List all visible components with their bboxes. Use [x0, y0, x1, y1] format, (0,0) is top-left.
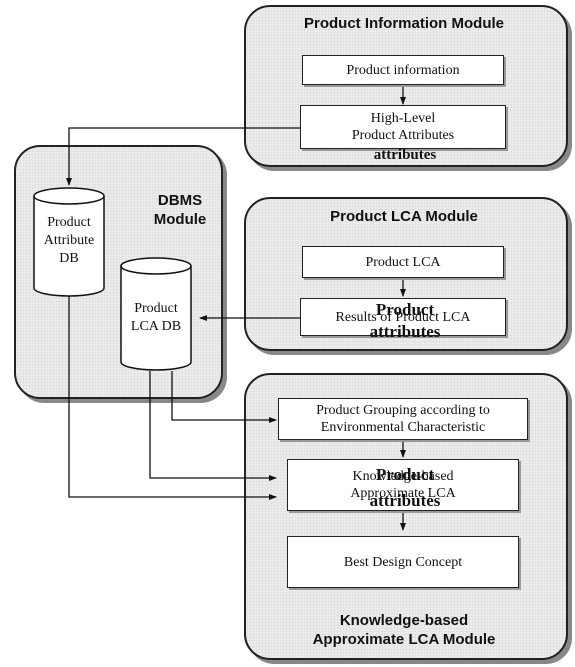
best-design-concept-box: Best Design Concept	[287, 536, 519, 588]
high-level-line1: High-Level	[370, 111, 436, 126]
grouping-line2: Environmental Characteristic	[320, 420, 486, 435]
kb-lca-line2: Approximate LCA	[350, 486, 456, 501]
grouping-line1: Product Grouping according to	[316, 403, 490, 418]
product-information-module-title: Product Information Module	[304, 15, 504, 32]
product-information-module	[244, 5, 568, 167]
lca-db-line2: LCA DB	[130, 319, 182, 334]
product-lca-text: Product LCA	[365, 254, 441, 270]
product-information-box: Product information	[302, 55, 504, 85]
kb-module-title-line1: Knowledge-based	[339, 612, 469, 629]
product-lca-db-cylinder	[120, 257, 192, 371]
arrow-attributes-to-attr-db	[66, 127, 300, 186]
product-lca-db-label: Product LCA DB	[121, 300, 191, 336]
product-attribute-db-label: Product Attribute DB	[34, 214, 104, 268]
results-of-product-lca-text: Results of Product LCA	[335, 309, 471, 325]
product-grouping-box: Product Grouping according to Environmen…	[278, 398, 528, 440]
high-level-line2: Product Attributes	[351, 128, 455, 143]
dbms-module-title-line1: DBMS	[157, 192, 203, 209]
attr-db-line3: DB	[59, 251, 79, 266]
kb-module-title-line2: Approximate LCA Module	[312, 631, 496, 648]
knowledge-based-approximate-lca-box: Knowledge-based Approximate LCA	[287, 459, 519, 511]
results-of-product-lca-box: Results of Product LCA	[300, 298, 506, 336]
high-level-attributes-box: High-Level Product Attributes	[300, 105, 506, 149]
best-design-concept-text: Best Design Concept	[343, 554, 463, 570]
lca-db-line1: Product	[134, 301, 178, 316]
arrow-attr-db-to-kb-lca	[68, 296, 277, 500]
arrow-lca-db-to-grouping	[171, 371, 277, 423]
product-lca-module-title: Product LCA Module	[330, 208, 478, 225]
product-attribute-db-cylinder	[33, 187, 105, 297]
product-information-text: Product information	[346, 62, 460, 78]
arrow-lca-db-to-kb-lca	[149, 371, 277, 481]
product-lca-box: Product LCA	[302, 246, 504, 278]
attr-db-line1: Product	[47, 215, 91, 230]
kb-lca-line1: Knowledge-based	[352, 469, 454, 484]
attr-db-line2: Attribute	[43, 233, 95, 248]
dbms-module-title-line2: Module	[153, 211, 207, 228]
